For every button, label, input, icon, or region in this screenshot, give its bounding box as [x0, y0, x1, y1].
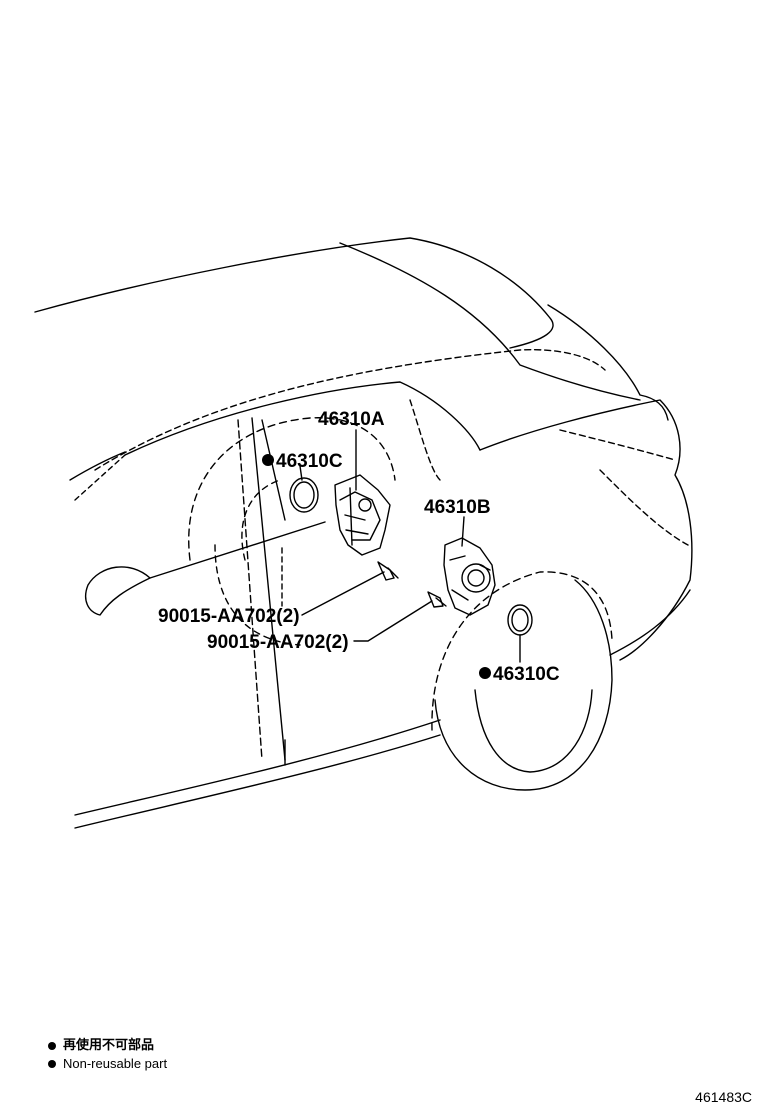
callout-actuator-a: 46310A — [318, 409, 385, 430]
front-wheel-arc — [188, 417, 396, 561]
legend-english: Non-reusable part — [63, 1056, 168, 1071]
front-wheel-arc-2 — [241, 479, 281, 561]
leader-bolt-lower — [353, 600, 433, 642]
leader-seal-upper — [299, 465, 303, 481]
callout-bolt-upper: 90015-AA702(2) — [158, 606, 300, 627]
callout-seal-lower: 46310C — [493, 664, 560, 685]
rear-wheel-arch — [431, 571, 613, 731]
actuator-a-body — [334, 474, 391, 556]
bullet-dot-icon — [48, 1060, 56, 1068]
bolt-upper — [377, 561, 399, 581]
body-side-upper — [124, 381, 481, 456]
seal-ring-upper — [289, 477, 319, 513]
figure-number: 461483C — [695, 1089, 752, 1105]
callout-seal-upper: 46310C — [276, 451, 343, 472]
tail-lamp — [559, 429, 676, 461]
mirror-line — [149, 521, 326, 579]
non-reusable-dot-upper — [262, 454, 274, 466]
legend: 再使用不可部品 Non-reusable part — [48, 1037, 167, 1073]
bullet-dot-icon — [48, 1042, 56, 1050]
door-seam — [237, 419, 263, 761]
pillar — [261, 419, 286, 521]
front-wheel-arc-inner — [214, 544, 301, 646]
non-reusable-dot-lower — [479, 667, 491, 679]
bolt-lower — [427, 591, 447, 608]
tail-lamp-2 — [599, 469, 689, 546]
rocker-lower — [74, 719, 441, 816]
pillar-2 — [409, 399, 441, 481]
actuator-b-body — [443, 537, 496, 616]
legend-row-japanese: 再使用不可部品 — [48, 1037, 167, 1055]
spoiler — [547, 304, 669, 421]
rear-bumper — [609, 589, 691, 656]
rocker-lower-2 — [74, 734, 441, 829]
callout-actuator-b: 46310B — [424, 497, 491, 518]
callout-bolt-lower: 90015-AA702(2) — [207, 632, 349, 653]
rear-tire-inner — [474, 689, 593, 773]
tail-side — [479, 399, 693, 661]
legend-row-english: Non-reusable part — [48, 1055, 167, 1073]
window-frame — [69, 451, 126, 481]
legend-japanese: 再使用不可部品 — [63, 1038, 155, 1053]
belt-line — [94, 348, 606, 471]
door-seam-2 — [251, 417, 286, 761]
window-frame-2 — [74, 454, 126, 501]
rear-tire — [434, 579, 613, 791]
side-mirror — [84, 566, 151, 616]
leader-actuator-b — [461, 516, 465, 547]
roof-line — [34, 237, 554, 349]
rear-glass-edge — [339, 242, 641, 401]
leader-bolt-upper — [301, 571, 385, 616]
